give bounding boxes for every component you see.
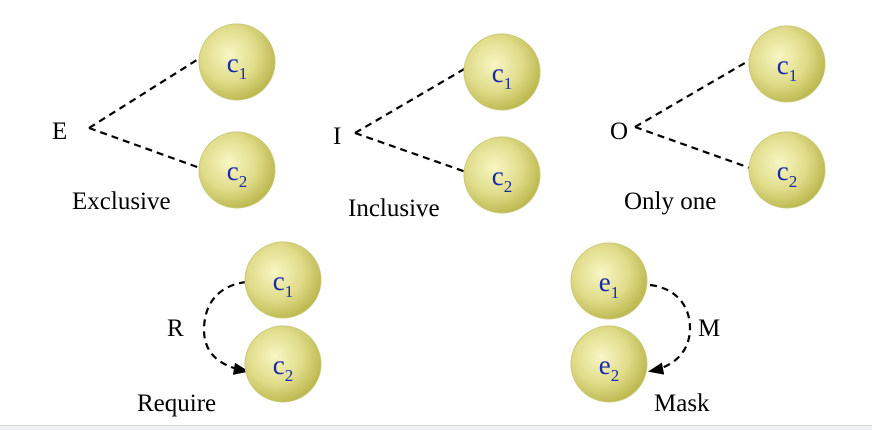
require-symbol: R (167, 315, 184, 342)
inclusive-node-c1-label: c1 (492, 58, 512, 93)
only-one-node-c1-label: c1 (777, 50, 797, 85)
exclusive-node-c1: c1 (198, 23, 276, 101)
require-node-c1-ball (244, 241, 322, 319)
require-edge (202, 280, 250, 375)
exclusive-node-c2: c2 (198, 131, 276, 209)
exclusive-caption: Exclusive (72, 188, 171, 215)
inclusive-edge-top (354, 67, 467, 134)
exclusive-group: E c1 c2 Exclusive (52, 23, 276, 215)
inclusive-group: I c1 c2 Inclusive (333, 33, 541, 222)
only-one-group: O c1 c2 Only one (610, 25, 826, 215)
require-group: R c1 c2 Require (137, 241, 322, 417)
inclusive-node-c1: c1 (463, 33, 541, 111)
inclusive-node-c2: c2 (463, 136, 541, 214)
exclusive-symbol: E (52, 118, 67, 145)
only-one-node-c2: c2 (748, 131, 826, 209)
only-one-node-c1-ball (748, 25, 826, 103)
exclusive-edge-top (88, 57, 201, 129)
inclusive-node-c1-ball (463, 33, 541, 111)
mask-node-e2: e2 (570, 325, 648, 403)
require-node-c1-label: c1 (273, 266, 293, 301)
exclusive-edge-bottom (88, 126, 201, 170)
mask-node-e2-label: e2 (599, 350, 619, 385)
require-node-c2-label: c2 (273, 350, 293, 385)
only-one-node-c2-ball (748, 131, 826, 209)
mask-node-e1-ball (570, 242, 648, 320)
mask-caption: Mask (654, 390, 710, 417)
inclusive-symbol: I (333, 123, 341, 150)
mask-group: M e1 e2 Mask (570, 242, 720, 417)
require-node-c2: c2 (244, 325, 322, 403)
exclusive-node-c2-ball (198, 131, 276, 209)
only-one-edge-top (634, 59, 751, 128)
mask-symbol: M (698, 315, 720, 342)
require-caption: Require (137, 390, 216, 417)
inclusive-node-c2-ball (463, 136, 541, 214)
only-one-edge-bottom (634, 125, 751, 170)
inclusive-node-c2-label: c2 (492, 161, 512, 196)
bottom-divider (0, 425, 872, 430)
exclusive-node-c2-label: c2 (227, 156, 247, 191)
inclusive-caption: Inclusive (348, 195, 440, 222)
only-one-caption: Only one (624, 188, 716, 215)
mask-node-e2-ball (570, 325, 648, 403)
exclusive-node-c1-label: c1 (227, 48, 247, 83)
mask-node-e1-label: e1 (599, 267, 619, 302)
only-one-node-c1: c1 (748, 25, 826, 103)
exclusive-node-c1-ball (198, 23, 276, 101)
mask-node-e1: e1 (570, 242, 648, 320)
require-node-c2-ball (244, 325, 322, 403)
require-node-c1: c1 (244, 241, 322, 319)
mask-edge (647, 283, 692, 375)
only-one-node-c2-label: c2 (777, 156, 797, 191)
only-one-symbol: O (610, 118, 628, 145)
inclusive-edge-bottom (354, 131, 467, 174)
